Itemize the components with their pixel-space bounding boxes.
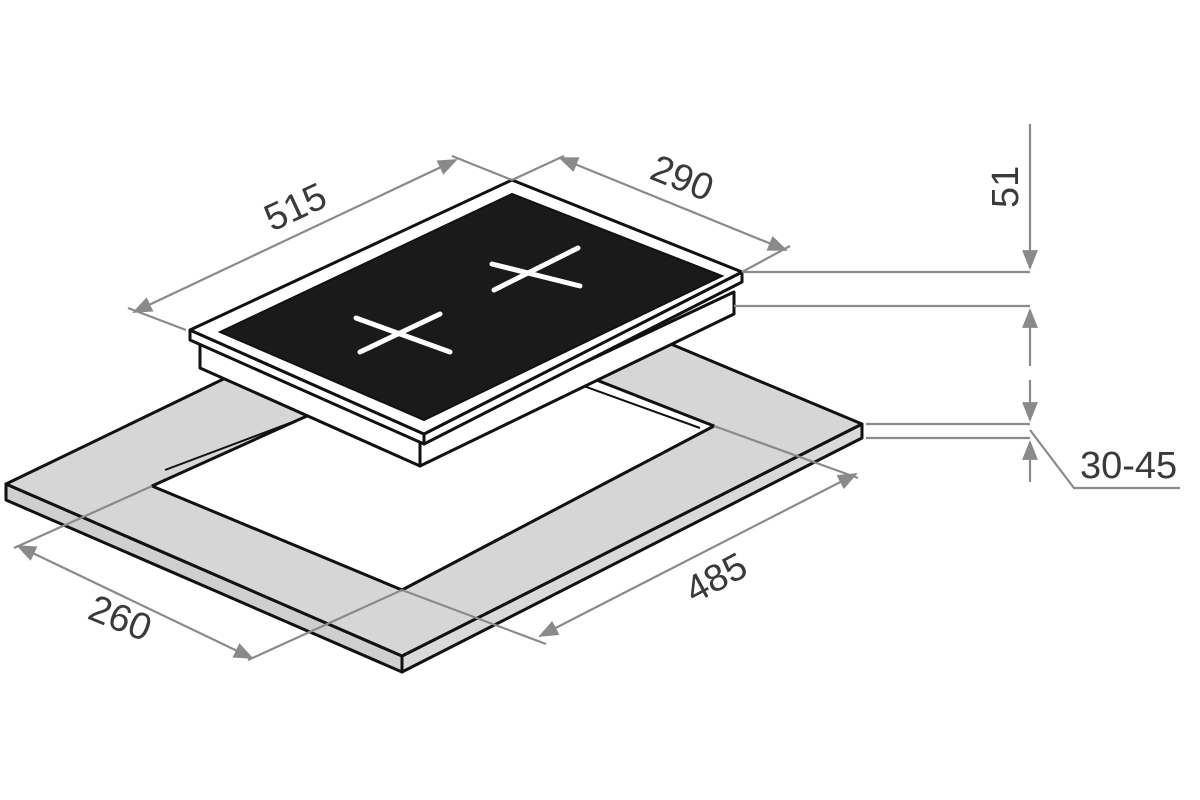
dimension-worktop-thickness: 30-45 (866, 380, 1180, 490)
label-hob-height: 51 (985, 166, 1027, 208)
hob-body-side (418, 290, 736, 468)
countertop-side-edge (400, 422, 864, 674)
label-cutout-width: 260 (83, 587, 158, 650)
burner-mark-front (353, 311, 453, 355)
label-hob-width: 290 (645, 147, 720, 210)
label-hob-depth: 515 (258, 175, 333, 240)
label-worktop-thickness: 30-45 (1080, 445, 1177, 487)
label-cutout-depth: 485 (679, 545, 755, 612)
dimension-hob-height: 51 (734, 124, 1038, 366)
burner-mark-rear (489, 245, 583, 293)
